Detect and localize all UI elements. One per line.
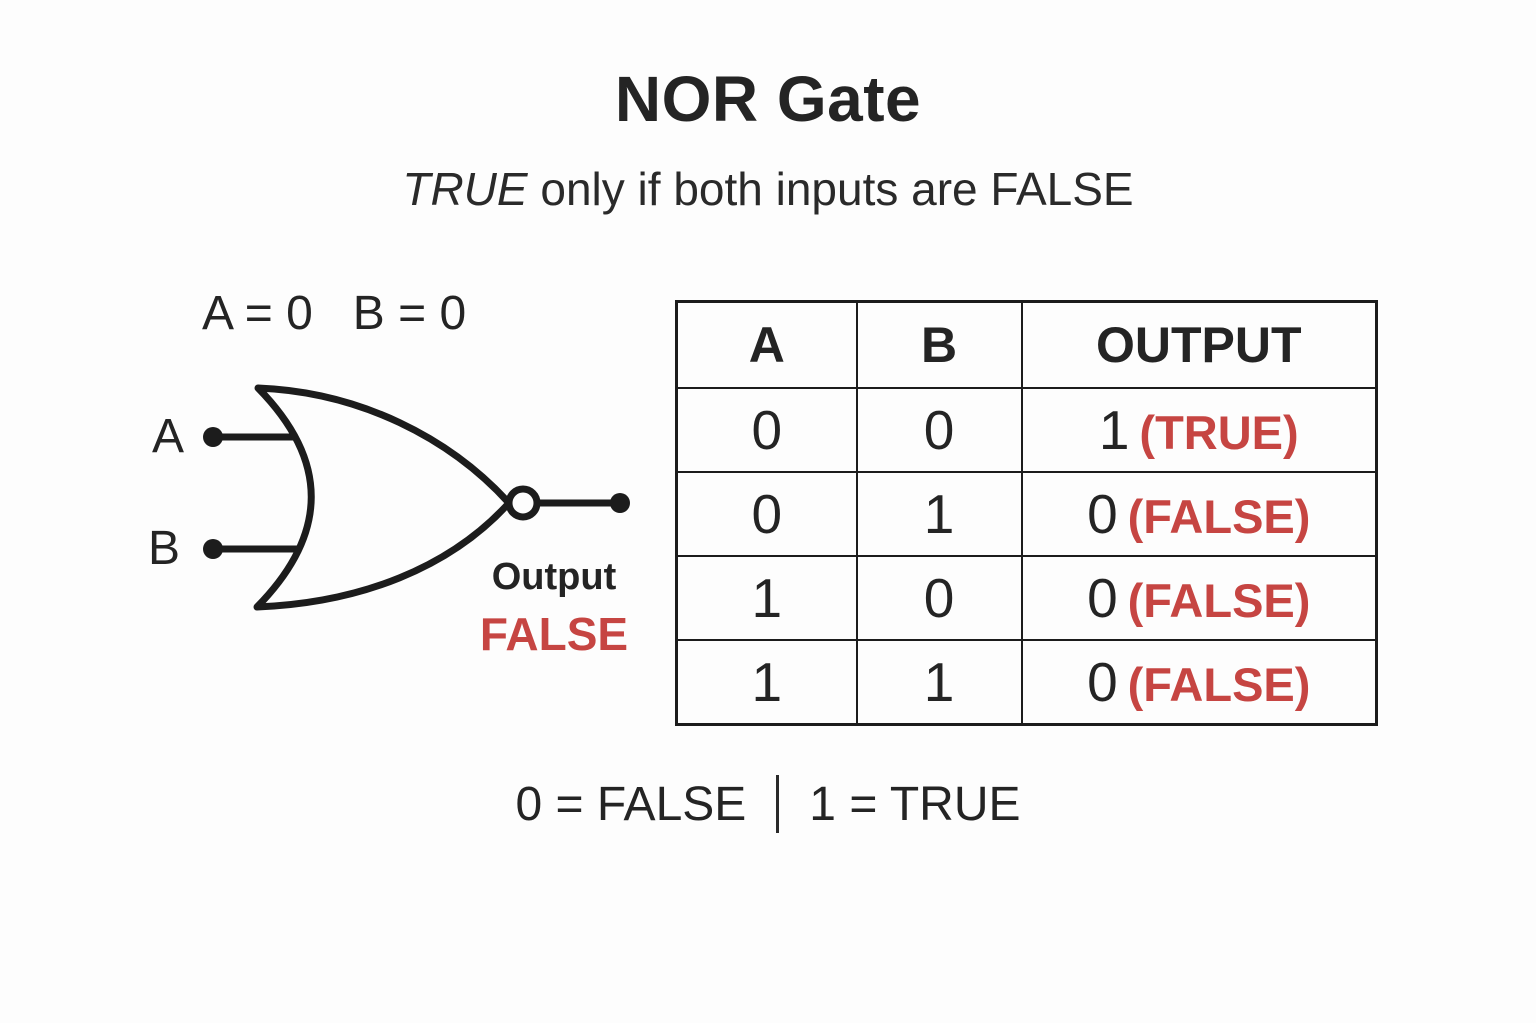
- table-row: 0 1 0(FALSE): [675, 471, 1378, 557]
- output-word: (FALSE): [1127, 658, 1311, 711]
- subtitle-rest: only if both inputs are FALSE: [527, 163, 1134, 215]
- output-label: Output: [491, 556, 617, 598]
- cell-output: 0(FALSE): [1020, 639, 1378, 726]
- output-bit: 0: [1087, 567, 1118, 629]
- input-a-label: A: [152, 410, 185, 463]
- not-bubble: [505, 485, 541, 521]
- or-gate-body: [253, 384, 513, 611]
- output-value: FALSE: [479, 608, 629, 660]
- output-bit: 0: [1087, 651, 1118, 713]
- header-output: OUTPUT: [1020, 300, 1378, 389]
- cell-b: 0: [855, 555, 1023, 641]
- subtitle: TRUE only if both inputs are FALSE: [0, 162, 1536, 216]
- header-a: A: [675, 300, 858, 389]
- nor-gate-schematic: [203, 384, 630, 611]
- cell-a: 1: [675, 555, 858, 641]
- header-b: B: [855, 300, 1023, 389]
- truth-table: A B OUTPUT 0 0 1(TRUE) 0 1 0(FALSE) 1 0 …: [675, 300, 1378, 726]
- input-a-terminal-dot: [203, 427, 223, 447]
- output-bit: 1: [1098, 399, 1130, 461]
- cell-a: 0: [675, 387, 858, 473]
- cell-b: 1: [855, 639, 1023, 726]
- input-b-label: B: [148, 522, 181, 575]
- table-row: 1 0 0(FALSE): [675, 555, 1378, 641]
- cell-b: 1: [855, 471, 1023, 557]
- legend-false: 0 = FALSE: [515, 777, 747, 831]
- condition-a: A = 0: [202, 287, 313, 340]
- output-caption: Output FALSE: [468, 554, 640, 660]
- cell-output: 0(FALSE): [1020, 471, 1378, 557]
- input-conditions: A = 0 B = 0: [202, 286, 466, 341]
- cell-a: 1: [675, 639, 858, 726]
- table-row: 0 0 1(TRUE): [675, 387, 1378, 473]
- cell-output: 0(FALSE): [1020, 555, 1378, 641]
- cell-b: 0: [855, 387, 1023, 473]
- subtitle-emphasis: TRUE: [402, 163, 528, 215]
- output-word: (FALSE): [1127, 490, 1311, 543]
- table-header-row: A B OUTPUT: [675, 300, 1378, 389]
- legend-divider: [776, 775, 780, 833]
- output-word: (FALSE): [1127, 574, 1311, 627]
- value-legend: 0 = FALSE 1 = TRUE: [0, 775, 1536, 833]
- table-row: 1 1 0(FALSE): [675, 639, 1378, 726]
- output-word: (TRUE): [1139, 406, 1299, 459]
- input-b-terminal-dot: [203, 539, 223, 559]
- legend-true: 1 = TRUE: [809, 777, 1021, 831]
- page-title: NOR Gate: [614, 63, 922, 135]
- cell-a: 0: [675, 471, 858, 557]
- output-terminal-dot: [610, 493, 630, 513]
- output-bit: 0: [1087, 483, 1118, 545]
- cell-output: 1(TRUE): [1020, 387, 1378, 473]
- condition-b: B = 0: [352, 287, 467, 340]
